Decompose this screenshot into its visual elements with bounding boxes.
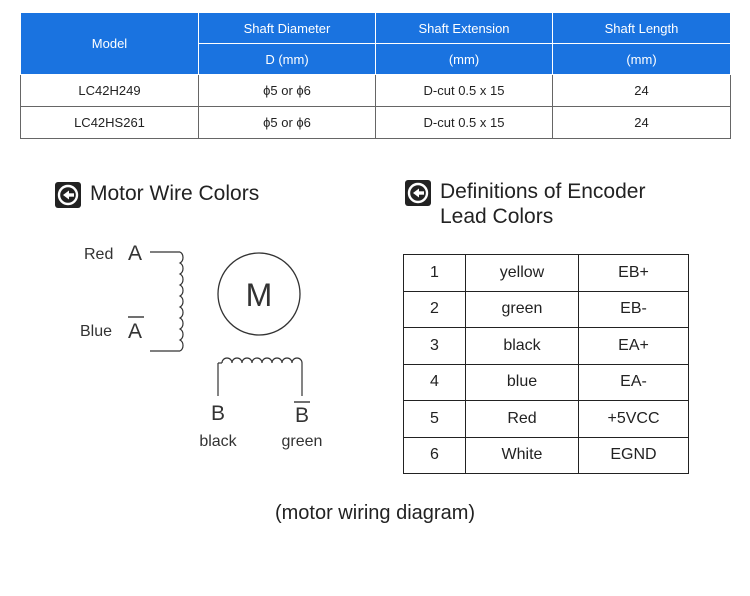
cell-color: green — [465, 290, 579, 328]
cell-length: 24 — [552, 74, 731, 107]
section-title: Motor Wire Colors — [90, 182, 260, 205]
cell-color: blue — [465, 363, 579, 401]
motor-label: M — [246, 277, 273, 313]
cell-model: LC42H249 — [20, 74, 199, 107]
coil-a-bottom-terminal: A — [128, 320, 142, 343]
header-shaft-extension: Shaft Extension — [375, 12, 553, 44]
header-diameter-unit: D (mm) — [198, 43, 376, 75]
spec-table: Model Shaft Diameter Shaft Extension Sha… — [20, 12, 731, 139]
title-line-1: Definitions of Encoder — [440, 180, 646, 203]
coil-b-left-terminal: B — [211, 402, 225, 425]
coil-a — [178, 251, 184, 352]
cell-signal: EGND — [578, 436, 689, 474]
cell-color: black — [465, 327, 579, 365]
cell-signal: EB+ — [578, 254, 689, 292]
coil-a-top-color: Red — [84, 246, 113, 263]
table-row: 1 yellow EB+ — [403, 254, 689, 292]
header-shaft-length: Shaft Length — [552, 12, 731, 44]
cell-signal: EA+ — [578, 327, 689, 365]
circle-arrow-icon — [55, 182, 81, 208]
cell-pin: 5 — [403, 400, 466, 438]
encoder-lead-table: 1 yellow EB+ 2 green EB- 3 black EA+ 4 b… — [403, 254, 689, 474]
coil-b-right-terminal: B — [295, 404, 309, 427]
cell-pin: 1 — [403, 254, 466, 292]
cell-pin: 3 — [403, 327, 466, 365]
cell-color: yellow — [465, 254, 579, 292]
cell-length: 24 — [552, 106, 731, 139]
coil-b-right-color: green — [282, 433, 323, 450]
circle-arrow-icon — [405, 180, 431, 206]
cell-model: LC42HS261 — [20, 106, 199, 139]
header-length-unit: (mm) — [552, 43, 731, 75]
coil-a-top-terminal: A — [128, 242, 142, 265]
cell-color: Red — [465, 400, 579, 438]
cell-color: White — [465, 436, 579, 474]
cell-pin: 6 — [403, 436, 466, 474]
cell-pin: 4 — [403, 363, 466, 401]
table-row: 3 black EA+ — [403, 327, 689, 365]
section-title: Definitions of Encoder Lead Colors — [440, 179, 645, 229]
title-line-2: Lead Colors — [440, 205, 554, 228]
encoder-lead-colors-heading: Definitions of Encoder Lead Colors — [405, 179, 705, 229]
cell-diameter: ϕ5 or ϕ6 — [198, 106, 376, 139]
cell-signal: +5VCC — [578, 400, 689, 438]
cell-pin: 2 — [403, 290, 466, 328]
table-row: LC42HS261 ϕ5 or ϕ6 D-cut 0.5 x 15 24 — [20, 106, 731, 139]
header-shaft-diameter: Shaft Diameter — [198, 12, 376, 44]
header-model: Model — [20, 12, 199, 75]
coil-b — [221, 357, 303, 364]
table-row: LC42H249 ϕ5 or ϕ6 D-cut 0.5 x 15 24 — [20, 74, 731, 107]
cell-signal: EA- — [578, 363, 689, 401]
motor-wiring-diagram: Red A Blue A M B black B green — [80, 242, 323, 450]
diagram-caption: (motor wiring diagram) — [274, 502, 476, 524]
header-extension-unit: (mm) — [375, 43, 553, 75]
cell-extension: D-cut 0.5 x 15 — [375, 74, 553, 107]
coil-a-bottom-color: Blue — [80, 323, 112, 340]
cell-extension: D-cut 0.5 x 15 — [375, 106, 553, 139]
motor-symbol — [217, 252, 301, 336]
table-row: 4 blue EA- — [403, 363, 689, 401]
table-row: 2 green EB- — [403, 290, 689, 328]
coil-b-left-color: black — [199, 433, 237, 450]
cell-signal: EB- — [578, 290, 689, 328]
table-row: 6 White EGND — [403, 436, 689, 474]
table-row: 5 Red +5VCC — [403, 400, 689, 438]
motor-wire-colors-heading: Motor Wire Colors — [55, 181, 259, 208]
cell-diameter: ϕ5 or ϕ6 — [198, 74, 376, 107]
